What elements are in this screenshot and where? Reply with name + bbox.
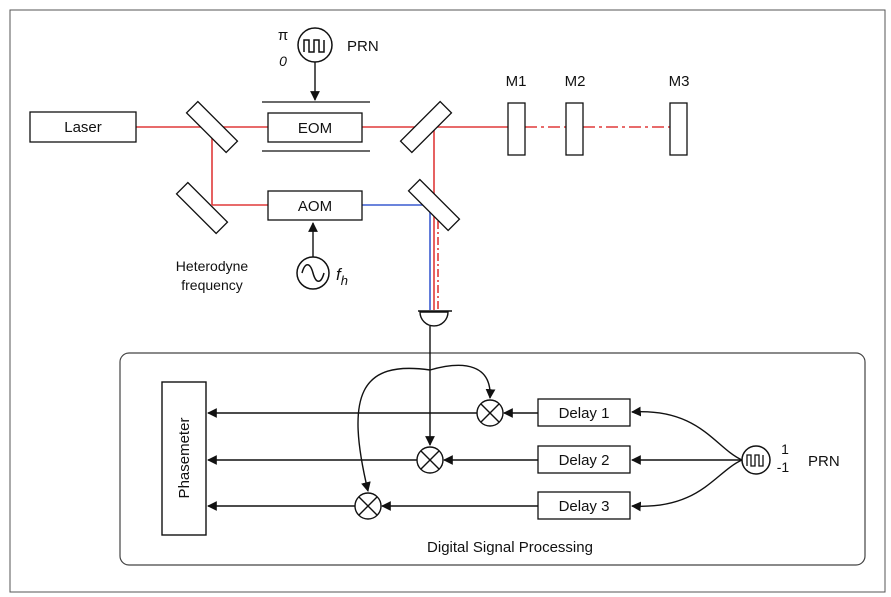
optical-beams xyxy=(136,126,670,310)
beam-combiner xyxy=(407,178,461,232)
fh-subscript: h xyxy=(341,273,348,288)
m2-label: M2 xyxy=(565,73,586,90)
mirror-lower-left xyxy=(175,181,229,235)
aom-box: AOM xyxy=(267,190,363,221)
aom-label: AOM xyxy=(298,198,332,215)
phasemeter-box: Phasemeter xyxy=(161,381,207,536)
mixer-3 xyxy=(354,492,382,520)
square-wave-icon-right xyxy=(746,454,764,467)
mixer-1 xyxy=(476,399,504,427)
mirror-m3: M3 xyxy=(669,73,690,156)
prn-right-label: PRN xyxy=(808,453,840,470)
heterodyne-oscillator: Heterodyne frequency fh xyxy=(176,222,348,293)
outer-frame xyxy=(9,9,886,593)
m1-label: M1 xyxy=(506,73,527,90)
prn-source-right: 1 -1 PRN xyxy=(741,441,840,475)
signal-wires xyxy=(207,326,743,512)
mixer-2 xyxy=(416,446,444,474)
dsp-frame xyxy=(119,352,866,566)
prn-to-delay3 xyxy=(631,459,743,512)
svg-text:fh: fh xyxy=(336,265,348,288)
heterodyne-label-line2: frequency xyxy=(181,277,242,293)
delay-3-label: Delay 3 xyxy=(559,498,610,515)
detector-to-mixer3 xyxy=(357,367,431,492)
fh-label: f xyxy=(336,265,343,284)
laser-label: Laser xyxy=(64,119,102,136)
delay-1-label: Delay 1 xyxy=(559,405,610,422)
minus-one-label: -1 xyxy=(777,459,790,475)
photodetector xyxy=(418,310,452,327)
delay-3-box: Delay 3 xyxy=(537,491,631,520)
delay-1-box: Delay 1 xyxy=(537,398,631,427)
eom-box: EOM xyxy=(262,101,370,152)
laser-box: Laser xyxy=(29,111,137,143)
delay-2-box: Delay 2 xyxy=(537,445,631,474)
m3-label: M3 xyxy=(669,73,690,90)
delay-2-label: Delay 2 xyxy=(559,452,610,469)
dsp-label: Digital Signal Processing xyxy=(427,539,593,556)
plus-one-label: 1 xyxy=(781,441,789,457)
square-wave-icon xyxy=(303,39,325,53)
mirror-m1: M1 xyxy=(506,73,527,156)
beam-splitter-1 xyxy=(185,100,239,154)
prn-to-delay1 xyxy=(631,406,743,461)
beam-splitter-2 xyxy=(399,100,453,154)
detector-to-mixer1 xyxy=(429,364,496,399)
heterodyne-label-line1: Heterodyne xyxy=(176,258,249,274)
phasemeter-label: Phasemeter xyxy=(176,418,193,499)
sine-wave-icon xyxy=(301,264,325,282)
prn-top-label: PRN xyxy=(347,38,379,55)
mirror-m2: M2 xyxy=(565,73,586,156)
zero-label: 0 xyxy=(279,53,287,69)
eom-label: EOM xyxy=(298,120,332,137)
prn-source-top: π 0 PRN xyxy=(278,27,379,101)
pi-label: π xyxy=(278,27,288,44)
